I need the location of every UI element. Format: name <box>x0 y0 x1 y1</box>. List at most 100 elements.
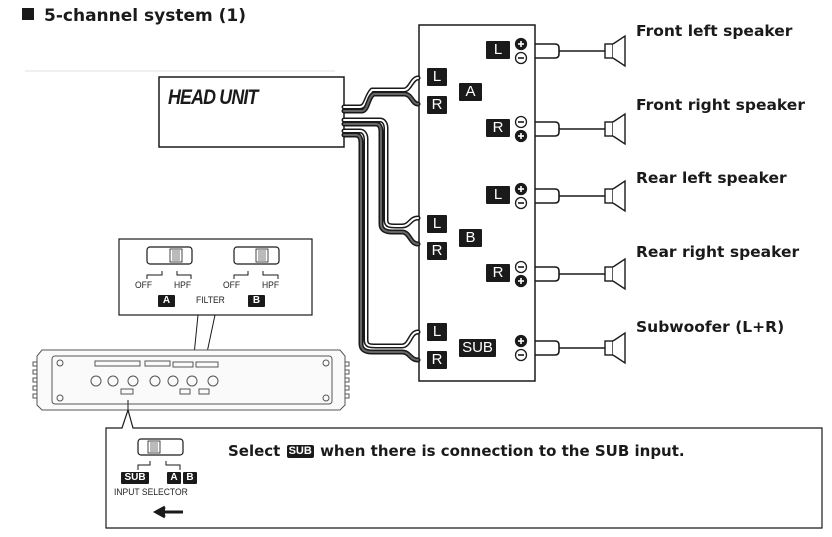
speaker-icon-body <box>604 340 614 356</box>
input-a-right-badge: R <box>427 96 447 114</box>
speaker-icon-cone <box>612 331 626 365</box>
input-selector-label: INPUT SELECTOR <box>114 487 188 498</box>
rca-cables <box>341 75 421 363</box>
cable-sub-right-inner <box>343 134 419 361</box>
bullet-square-icon <box>22 8 34 20</box>
knob-icon <box>90 375 102 387</box>
amp-label-plate <box>172 361 194 368</box>
left-arrow-icon <box>152 505 183 519</box>
filter-callout <box>118 238 313 396</box>
filter-b-off-label: OFF <box>223 280 241 291</box>
amp-heatsink-right <box>345 361 350 399</box>
speaker-wire-loop <box>535 340 560 356</box>
note-text-before: Select <box>228 442 281 460</box>
speaker-icon-cone <box>612 179 626 213</box>
speaker-icon-body <box>604 266 614 282</box>
knob-icon <box>167 375 179 387</box>
note-sub-badge: SUB <box>286 445 314 458</box>
speaker-icon-cone <box>612 34 626 68</box>
speaker-output-0 <box>514 34 626 68</box>
note-text-after: when there is connection to the SUB inpu… <box>320 442 685 460</box>
input-selector-switch-knob[interactable] <box>147 440 161 454</box>
speaker-output-2 <box>514 179 626 213</box>
amp-heatsink-left <box>32 361 37 399</box>
filter-a-switch-knob[interactable] <box>169 248 183 263</box>
input-selector-a-badge: A <box>167 472 181 484</box>
filter-a-badge: A <box>158 295 175 307</box>
output-rear-left-badge: L <box>486 186 510 204</box>
filter-b-switch-knob[interactable] <box>255 248 269 263</box>
cable-b-left-inner <box>343 119 419 227</box>
filter-a-off-label: OFF <box>135 280 153 291</box>
input-b-left-badge: L <box>427 215 447 233</box>
input-selector-callout <box>105 400 823 529</box>
speaker-icon-body <box>604 121 614 137</box>
speaker-output-4 <box>514 331 626 365</box>
speaker-label-rear-left: Rear left speaker <box>636 169 787 187</box>
output-front-left-badge: L <box>486 41 510 59</box>
speaker-icon-body <box>604 188 614 204</box>
output-rear-right-badge: R <box>486 264 510 282</box>
amp-panel <box>51 355 333 405</box>
page-title: 5-channel system (1) <box>22 6 246 26</box>
speaker-label-front-left: Front left speaker <box>636 22 793 40</box>
speaker-wire-loop <box>535 121 560 137</box>
knob-icon <box>186 375 198 387</box>
input-selector-callout-box <box>105 407 823 529</box>
amp-label-plate <box>94 360 141 367</box>
input-selector-switch[interactable] <box>137 438 184 456</box>
input-sub-group-badge: SUB <box>459 339 496 357</box>
filter-label: FILTER <box>196 295 225 306</box>
speaker-outputs <box>514 34 626 365</box>
speaker-icon-cone <box>612 257 626 291</box>
speaker-icon-cone <box>612 112 626 146</box>
filter-b-hpf-label: HPF <box>262 280 280 291</box>
input-b-right-badge: R <box>427 242 447 260</box>
filter-switch-mini <box>198 388 210 395</box>
screw-icon <box>322 394 330 402</box>
head-unit-box <box>158 76 345 148</box>
filter-a-bracket <box>146 271 192 279</box>
knob-icon <box>207 375 219 387</box>
speaker-wire-loop <box>535 188 560 204</box>
input-sub-left-badge: L <box>427 323 447 341</box>
input-selector-note: Select SUB when there is connection to t… <box>228 442 685 460</box>
amp-label-plate <box>144 360 171 367</box>
input-a-left-badge: L <box>427 68 447 86</box>
filter-b-badge: B <box>248 295 265 307</box>
input-selector-b-badge: B <box>183 472 197 484</box>
cable-b-right-inner <box>343 123 419 245</box>
knob-icon <box>107 375 119 387</box>
input-selector-sub-badge: SUB <box>121 472 149 484</box>
cable-a-left-inner <box>343 77 419 108</box>
head-unit-label: HEAD UNIT <box>168 86 258 109</box>
input-b-group-badge: B <box>459 229 482 247</box>
input-selector-bracket <box>137 461 181 470</box>
filter-b-bracket <box>233 271 279 279</box>
knob-icon <box>149 375 161 387</box>
speaker-output-3 <box>514 257 626 291</box>
cable-sub-left-inner <box>343 130 419 347</box>
input-a-group-badge: A <box>459 83 482 101</box>
filter-a-hpf-label: HPF <box>174 280 192 291</box>
amplifier-illustration <box>32 349 350 411</box>
speaker-output-1 <box>514 112 626 146</box>
speaker-label-rear-right: Rear right speaker <box>636 243 800 261</box>
amp-label-plate <box>195 361 219 368</box>
speaker-wire-loop <box>535 43 560 59</box>
filter-switch-mini <box>179 388 191 395</box>
speaker-label-front-right: Front right speaker <box>636 96 805 114</box>
amp-chassis <box>36 349 346 411</box>
cable-a-right-inner <box>343 93 419 112</box>
screw-icon <box>322 359 330 367</box>
output-front-right-badge: R <box>486 119 510 137</box>
filter-a-switch[interactable] <box>146 246 193 265</box>
input-sub-right-badge: R <box>427 351 447 369</box>
speaker-wire-loop <box>535 266 560 282</box>
speaker-icon-body <box>604 43 614 59</box>
knob-icon <box>127 375 139 387</box>
speaker-label-subwoofer: Subwoofer (L+R) <box>636 318 785 336</box>
screw-icon <box>56 359 64 367</box>
input-selector-switch-mini <box>120 388 134 395</box>
